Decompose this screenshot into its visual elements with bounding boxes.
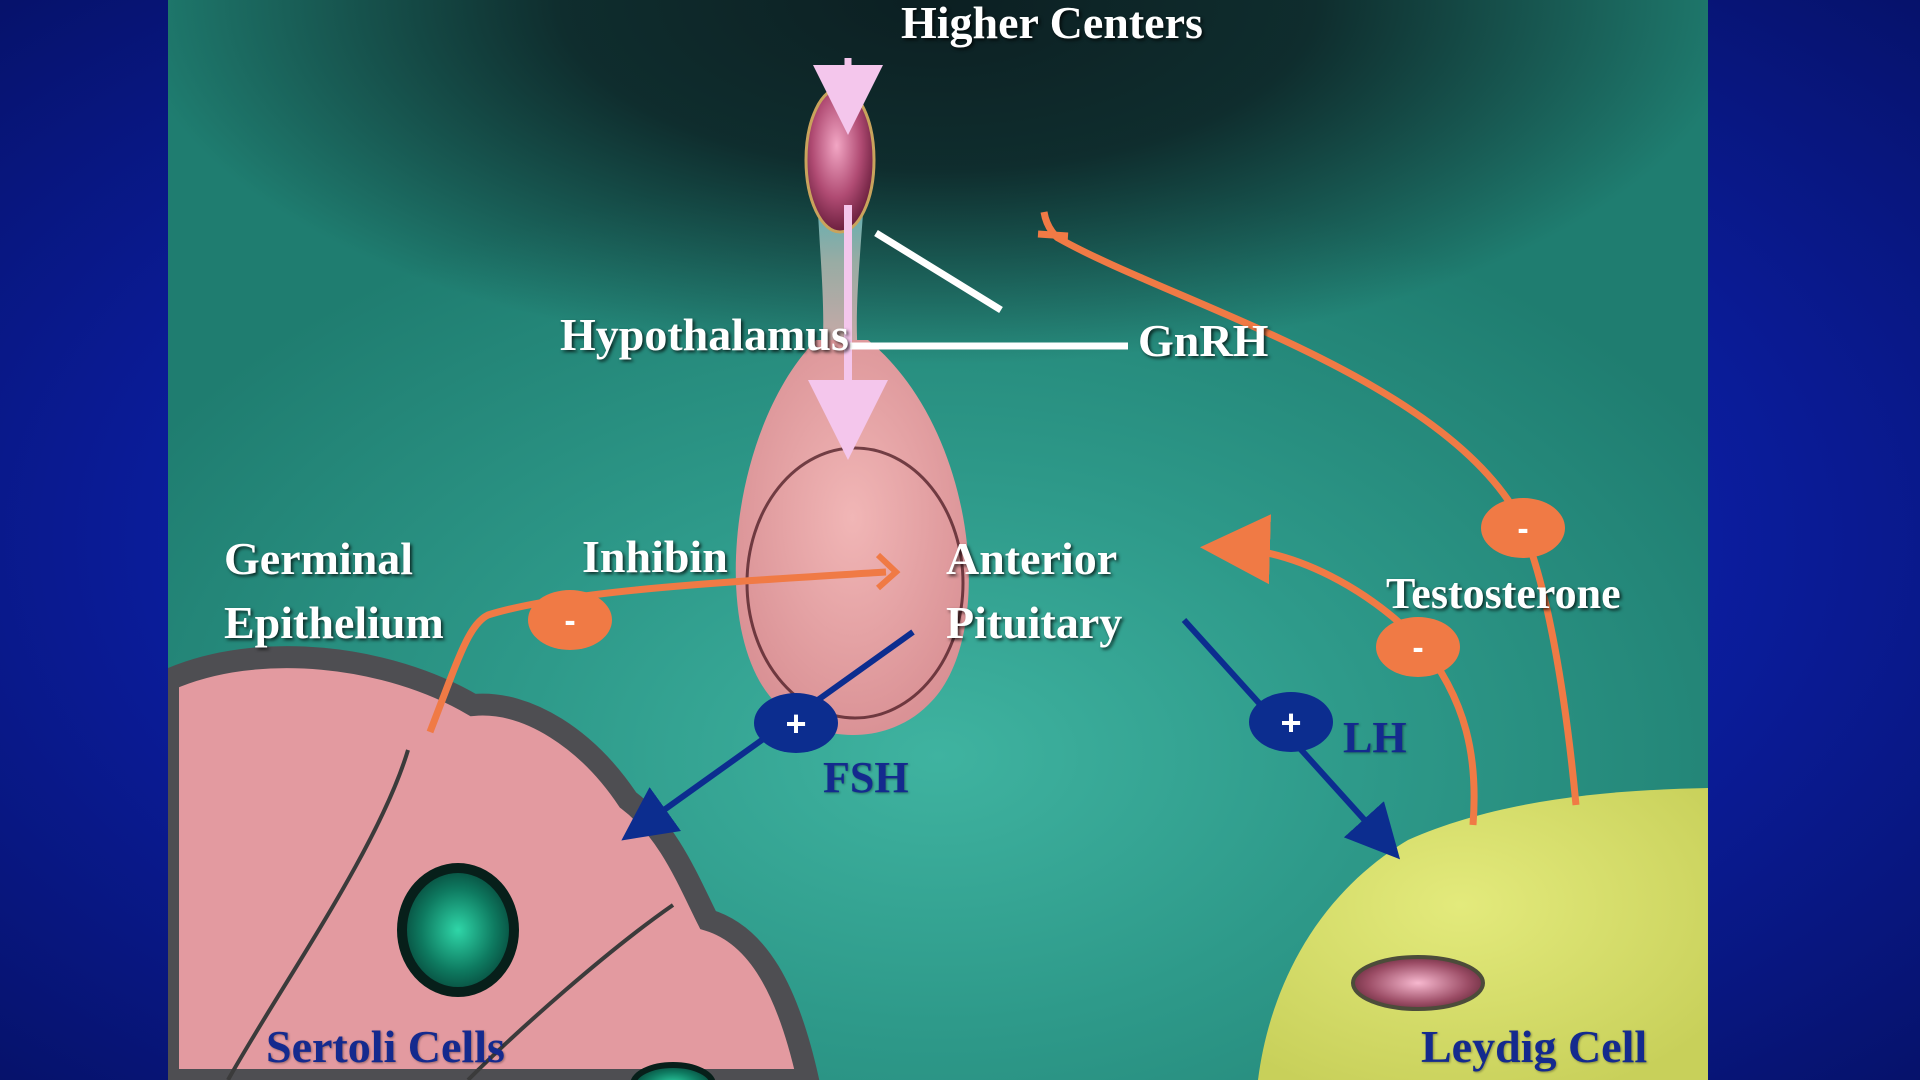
diagram-slide: - - - + + Higher Centers Hypothalamus: [168, 0, 1708, 1080]
anterior-pituitary-label-line2: Pituitary: [946, 597, 1123, 648]
hypothalamus-label: Hypothalamus: [560, 309, 849, 360]
sertoli-cells-outline: [168, 646, 820, 1080]
germinal-label-line2: Epithelium: [224, 597, 444, 648]
sertoli-cells-label: Sertoli Cells: [266, 1021, 505, 1072]
fsh-plus-sign: +: [785, 703, 806, 744]
germinal-label-line1: Germinal: [224, 533, 414, 584]
testosterone-hypothalamus-minus-sign: -: [1517, 510, 1528, 548]
pituitary-receptor-tick: [875, 552, 901, 591]
sertoli-cell-divider-2: [466, 903, 675, 1080]
minus-badge-icon: -: [1376, 617, 1460, 677]
minus-badge-icon: -: [528, 590, 612, 650]
leydig-cell-label: Leydig Cell: [1421, 1021, 1648, 1072]
sertoli-nucleus-2: [630, 1062, 716, 1080]
gnrh-label: GnRH: [1138, 315, 1269, 366]
inhibin-label: Inhibin: [582, 531, 728, 582]
sertoli-nucleus: [397, 863, 519, 997]
testosterone-pituitary-minus-sign: -: [1412, 629, 1423, 667]
minus-badge-icon: -: [1481, 498, 1565, 558]
higher-centers-label: Higher Centers: [901, 0, 1203, 48]
leydig-cell-shape: [1258, 788, 1708, 1080]
hypothalamus-receptor-tick: [1037, 230, 1069, 240]
diagram-graphics: - - - + +: [168, 58, 1708, 1080]
plus-badge-icon: +: [754, 693, 838, 753]
lh-plus-sign: +: [1280, 702, 1301, 743]
inhibin-minus-sign: -: [564, 602, 575, 640]
anterior-pituitary-label-line1: Anterior: [946, 533, 1118, 584]
lh-label: LH: [1343, 713, 1407, 762]
testosterone-label: Testosterone: [1386, 569, 1621, 618]
sertoli-cell-divider-1: [226, 749, 410, 1080]
fsh-label: FSH: [823, 753, 909, 802]
inhibin-path: [426, 568, 887, 734]
plus-badge-icon: +: [1249, 692, 1333, 752]
hypothalamus-body: [804, 86, 876, 234]
leydig-nucleus: [1351, 955, 1485, 1011]
hypothalamus-leader: [874, 230, 1003, 313]
